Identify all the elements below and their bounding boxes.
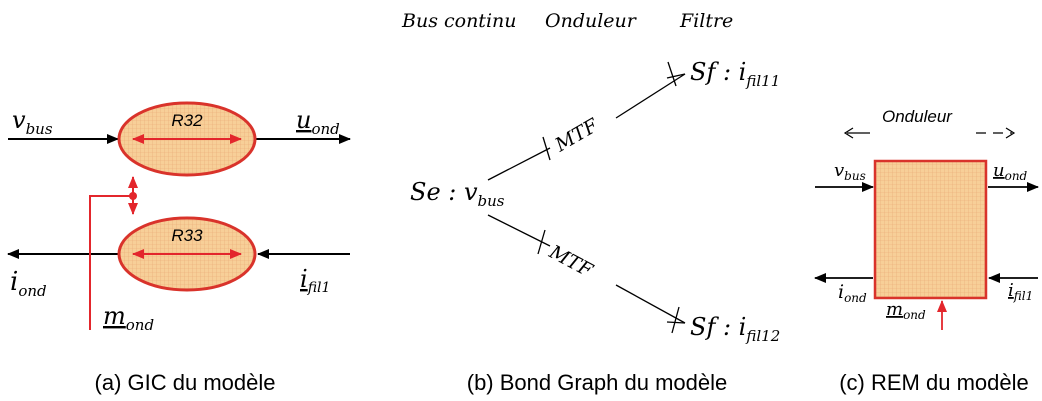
causal-stroke-top (667, 61, 677, 87)
half-arrow-bottom (666, 321, 686, 324)
causal-stroke-bottom (671, 306, 680, 334)
rem-uond-label: uond (993, 160, 1028, 183)
rem-ifil1-label: ifil1 (1008, 280, 1033, 303)
bond-header-onduleur: Onduleur (545, 10, 638, 32)
bond-se-mtf-bottom (487, 214, 551, 247)
bond-graph-panel: Bus continu Onduleur Filtre Se : vbus MT… (401, 10, 780, 395)
gic-caption: (a) GIC du modèle (95, 370, 276, 395)
rem-vbus-label: vbus (834, 160, 866, 183)
bond-se-mtf-top (487, 147, 551, 181)
sf-top-label: Sf : ifil11 (690, 58, 780, 90)
mtf-top-label: MTF (551, 114, 603, 157)
rem-panel: Onduleur vbus uond iond ifil1 mond (c) R… (814, 107, 1039, 395)
gic-ifil1-label: ifil1 (300, 265, 330, 296)
mond-control-line (89, 195, 133, 330)
gic-uond-label: uond (296, 106, 340, 138)
rem-converter-block (873, 159, 988, 300)
half-arrow-top (666, 73, 686, 79)
stroke-mtf-top-left (542, 136, 551, 161)
bond-caption: (b) Bond Graph du modèle (467, 370, 728, 395)
gic-panel: R32 R33 vbus uond iond ifil1 mond (a) GI… (7, 101, 351, 395)
se-label: Se : vbus (410, 178, 505, 210)
stroke-mtf-bottom-left (537, 229, 546, 255)
rem-iond-label: iond (838, 281, 867, 305)
rem-mond-label: mond (886, 299, 926, 322)
gic-mond-label: mond (103, 302, 154, 334)
r33-label: R33 (171, 226, 203, 245)
bond-mtf-sf-top (615, 73, 686, 119)
bond-header-bus: Bus continu (401, 10, 517, 32)
sf-bottom-label: Sf : ifil12 (690, 313, 780, 345)
r32-label: R32 (171, 111, 203, 130)
gic-vbus-label: vbus (12, 106, 53, 138)
bond-mtf-sf-bottom (615, 284, 686, 324)
rem-caption: (c) REM du modèle (839, 370, 1029, 395)
rem-title: Onduleur (882, 107, 953, 126)
mtf-bottom-label: MTF (545, 241, 597, 283)
gic-iond-label: iond (10, 267, 47, 300)
bond-header-filtre: Filtre (679, 10, 733, 32)
